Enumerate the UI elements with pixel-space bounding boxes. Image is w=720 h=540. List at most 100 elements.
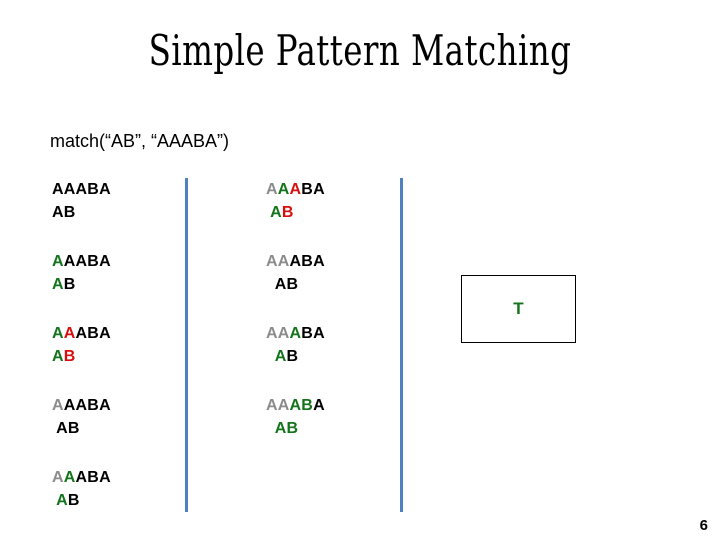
trace-step-right-2: AAABA AB [266, 250, 325, 296]
page-title: Simple Pattern Matching [148, 26, 572, 75]
trace-char: A [99, 253, 111, 270]
trace-char: A [52, 397, 64, 414]
trace-char: A [266, 181, 278, 198]
trace-char: A [63, 253, 76, 270]
trace-char: A [99, 181, 111, 198]
trace-char: A [56, 420, 68, 437]
trace-char: A [52, 325, 64, 342]
trace-char: A [266, 397, 278, 414]
trace-char: B [87, 253, 100, 270]
trace-char: A [52, 348, 64, 365]
trace-char: A [52, 469, 64, 486]
trace-char: A [63, 469, 76, 486]
trace-char: A [277, 181, 290, 198]
trace-char: B [63, 276, 76, 293]
trace-char: A [274, 420, 287, 437]
trace-char: A [99, 325, 111, 342]
trace-char: B [87, 325, 100, 342]
trace-char: B [87, 469, 100, 486]
result-value: T [513, 299, 524, 318]
trace-char: B [301, 181, 314, 198]
trace-step-right-4: AAABA AB [266, 394, 325, 440]
trace-char: A [313, 325, 325, 342]
trace-char: A [270, 204, 282, 221]
trace-char: A [313, 253, 325, 270]
trace-text-line: AAABA [266, 322, 325, 345]
column-divider-1 [185, 178, 188, 512]
trace-text-line: AAABA [52, 322, 111, 345]
result-box: T [461, 275, 576, 343]
trace-char: A [63, 325, 76, 342]
trace-char [266, 420, 275, 437]
trace-char: A [63, 397, 76, 414]
trace-text-line: AAABA [266, 178, 325, 201]
trace-pattern-line: AB [266, 273, 325, 296]
trace-char: A [75, 325, 88, 342]
trace-pattern-line: AB [266, 417, 325, 440]
trace-pattern-line: AB [52, 417, 111, 440]
trace-char: B [87, 397, 100, 414]
trace-char: B [63, 348, 76, 365]
trace-text-line: AAABA [52, 178, 111, 201]
trace-step-right-3: AAABA AB [266, 322, 325, 368]
column-divider-2 [400, 178, 403, 512]
trace-char [266, 276, 275, 293]
trace-char: B [67, 492, 80, 509]
trace-char: A [75, 469, 88, 486]
trace-pattern-line: AB [266, 201, 325, 224]
trace-step-right-1: AAABA AB [266, 178, 325, 224]
trace-char: A [277, 253, 290, 270]
trace-char: B [281, 204, 294, 221]
trace-char: A [274, 276, 287, 293]
trace-step-left-4: AAABA AB [52, 394, 111, 440]
trace-char: B [87, 181, 100, 198]
trace-text-line: AAABA [52, 466, 111, 489]
trace-step-left-5: AAABA AB [52, 466, 111, 512]
trace-char: B [301, 253, 314, 270]
trace-char: A [63, 181, 76, 198]
trace-pattern-line: AB [52, 273, 111, 296]
trace-char: B [286, 420, 299, 437]
trace-char: A [289, 253, 302, 270]
trace-pattern-line: AB [52, 489, 111, 512]
trace-char: A [75, 253, 88, 270]
trace-char: A [277, 397, 290, 414]
trace-char: A [99, 469, 111, 486]
trace-char: B [301, 397, 314, 414]
trace-char: A [266, 325, 278, 342]
trace-pattern-line: AB [266, 345, 325, 368]
trace-text-line: AAABA [52, 394, 111, 417]
trace-char: A [99, 397, 111, 414]
trace-char: A [52, 253, 64, 270]
trace-pattern-line: AB [52, 201, 111, 224]
trace-text-line: AAABA [266, 394, 325, 417]
trace-char: A [274, 348, 287, 365]
trace-char: A [289, 397, 302, 414]
match-call-expression: match(“AB”, “AAABA”) [50, 131, 230, 151]
trace-char: A [52, 276, 64, 293]
trace-char: B [301, 325, 314, 342]
trace-text-line: AAABA [52, 250, 111, 273]
trace-char: A [266, 253, 278, 270]
trace-char: A [289, 325, 302, 342]
trace-char: A [277, 325, 290, 342]
trace-char: B [286, 276, 299, 293]
trace-char: A [75, 181, 88, 198]
trace-char: B [67, 420, 80, 437]
trace-char: A [56, 492, 68, 509]
page-number: 6 [699, 517, 708, 534]
trace-char: A [52, 204, 64, 221]
trace-char: A [52, 181, 64, 198]
trace-char [266, 348, 275, 365]
trace-text-line: AAABA [266, 250, 325, 273]
trace-char: A [313, 397, 325, 414]
trace-char: A [289, 181, 302, 198]
trace-pattern-line: AB [52, 345, 111, 368]
trace-char: A [75, 397, 88, 414]
trace-char: B [63, 204, 76, 221]
